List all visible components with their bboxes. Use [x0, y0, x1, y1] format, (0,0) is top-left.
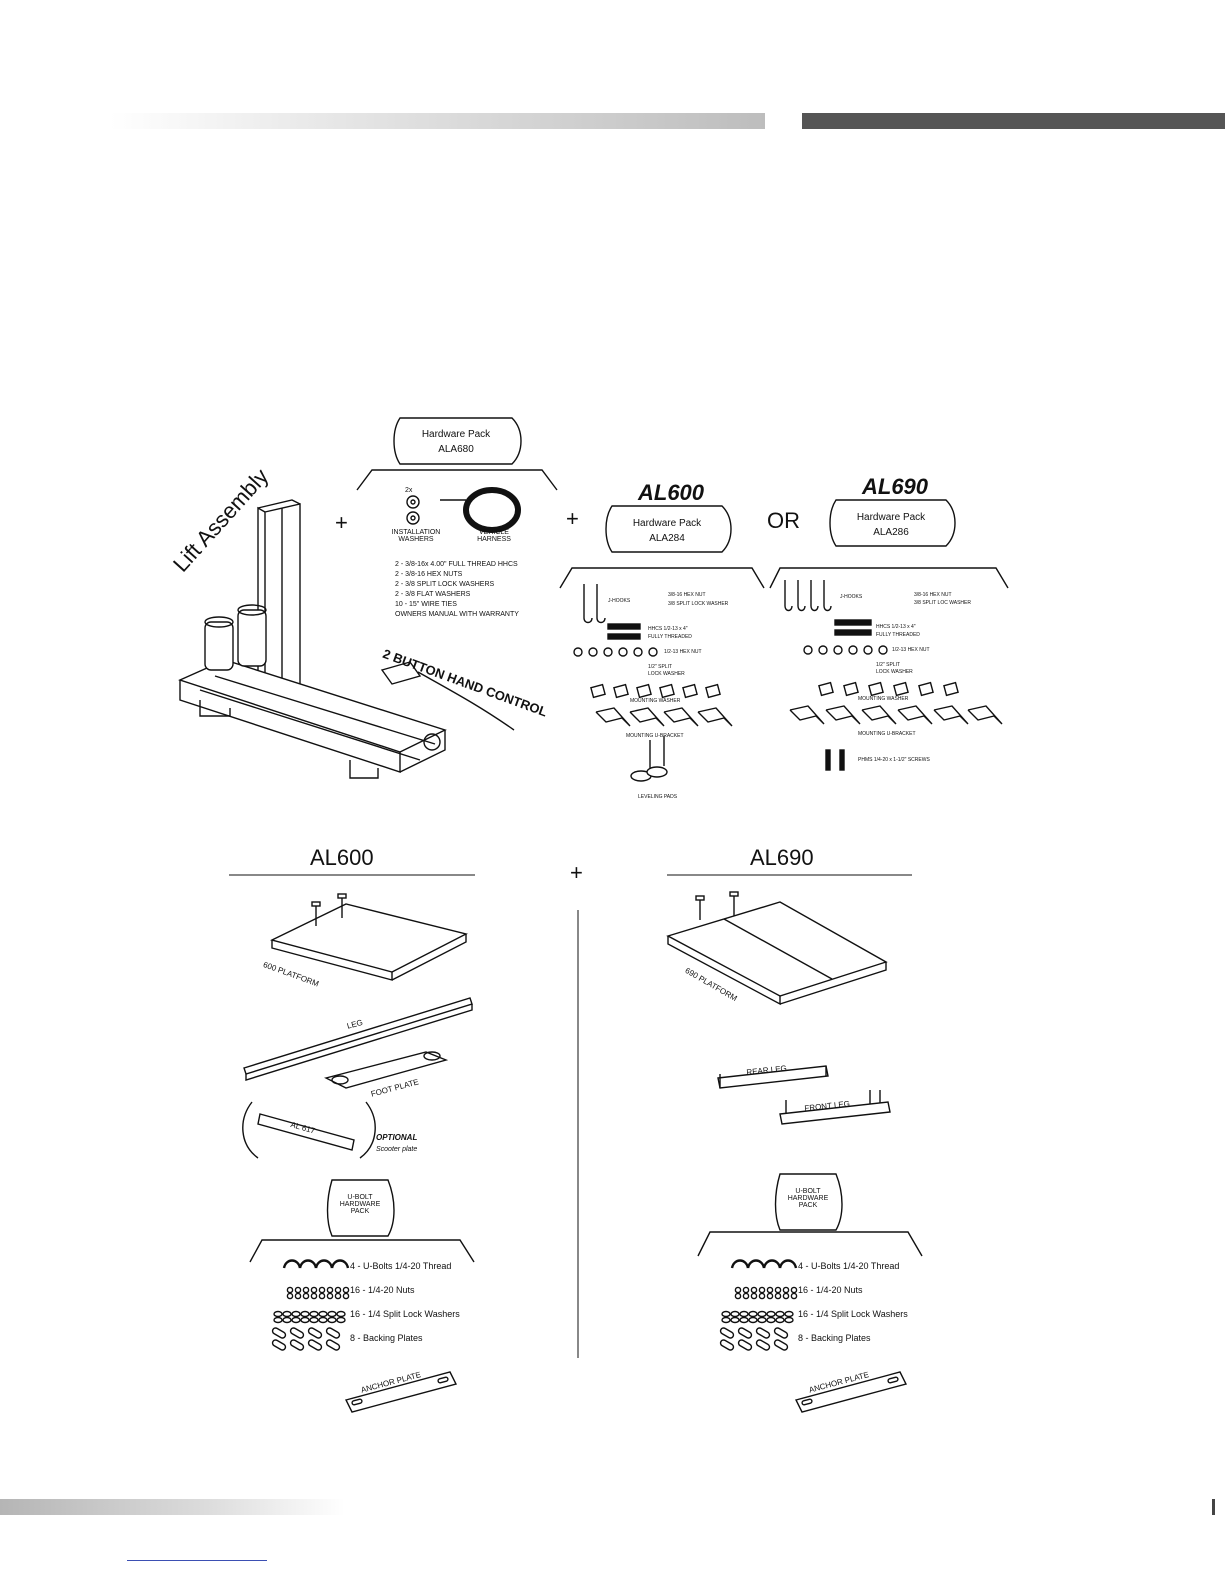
ala680-item: 10 - 15" WIRE TIES	[395, 601, 457, 608]
ala680-item: 2 - 3/8-16x 4.00" FULL THREAD HHCS	[395, 561, 518, 568]
split-lock-label: 3/8 SPLIT LOCK WASHER	[668, 601, 729, 607]
hardware-pack-code: ALA680	[438, 444, 474, 455]
hex-nut-label: 3/8-16 HEX NUT	[914, 592, 952, 598]
leveling-pads-label: LEVELING PADS	[638, 794, 678, 800]
scooter-plate-label: Scooter plate	[376, 1146, 418, 1153]
ala680-item: 2 - 3/8 SPLIT LOCK WASHERS	[395, 581, 495, 588]
hex-nut-half-label: 1/2-13 HEX NUT	[892, 647, 930, 653]
hex-nut-label: 3/8-16 HEX NUT	[668, 592, 706, 598]
u-bolt-item: 16 - 1/4 Split Lock Washers	[798, 1309, 908, 1319]
al600-section-title: AL600	[310, 845, 374, 870]
footer-tick	[1212, 1499, 1215, 1515]
header-gradient-bar	[110, 113, 765, 129]
u-bolt-pack-label: U-BOLT HARDWARE PACK	[787, 1188, 829, 1209]
al600-model-title: AL600	[638, 480, 705, 505]
u-bolt-item: 4 - U-Bolts 1/4-20 Thread	[798, 1261, 900, 1271]
u-bolt-item: 16 - 1/4-20 Nuts	[798, 1285, 863, 1295]
hardware-pack-code: ALA286	[873, 527, 909, 538]
u-bolt-item: 16 - 1/4 Split Lock Washers	[350, 1309, 460, 1319]
or-label: OR	[767, 508, 800, 533]
mounting-washer-label: MOUNTING WASHER	[858, 696, 909, 702]
hardware-pack-code: ALA284	[649, 533, 685, 544]
al690-section-title: AL690	[750, 845, 814, 870]
vehicle-harness-label: VEHICLE HARNESS	[477, 529, 511, 543]
j-hooks-label: J-HOOKS	[840, 594, 863, 600]
footer-link-underline	[127, 1560, 267, 1561]
mounting-washer-label: MOUNTING WASHER	[630, 698, 681, 704]
u-bolt-item: 8 - Backing Plates	[350, 1333, 423, 1343]
u-bolt-pack-label: U-BOLT HARDWARE PACK	[339, 1194, 381, 1215]
split-half-label: 1/2" SPLIT	[648, 664, 673, 670]
mounting-bracket-label: MOUNTING U-BRACKET	[626, 733, 684, 739]
split-half-label: 1/2" SPLIT	[876, 662, 901, 668]
fully-threaded-label: FULLY THREADED	[876, 632, 920, 638]
split-half-label: LOCK WASHER	[876, 669, 913, 675]
plus-sign: +	[566, 506, 579, 531]
split-half-label: LOCK WASHER	[648, 671, 685, 677]
installation-washers-label: INSTALLATION WASHERS	[391, 529, 441, 543]
ala680-item: 2 - 3/8-16 HEX NUTS	[395, 571, 463, 578]
al690-model-title: AL690	[862, 474, 929, 499]
j-hooks-label: J-HOOKS	[608, 598, 631, 604]
u-bolt-item: 16 - 1/4-20 Nuts	[350, 1285, 415, 1295]
hardware-pack-label: Hardware Pack	[856, 512, 926, 523]
ala680-item: 2 - 3/8 FLAT WASHERS	[395, 591, 471, 598]
hhcs-label: HHCS 1/2-13 x 4"	[648, 626, 688, 632]
header-dark-bar	[802, 113, 1225, 129]
washer-qty: 2x	[405, 487, 413, 494]
ala680-item: OWNERS MANUAL WITH WARRANTY	[395, 611, 519, 618]
fully-threaded-label: FULLY THREADED	[648, 634, 692, 640]
hardware-pack-label: Hardware Pack	[421, 429, 491, 440]
plus-sign: +	[335, 510, 348, 535]
plus-sign: +	[570, 860, 583, 885]
mounting-bracket-label: MOUNTING U-BRACKET	[858, 731, 916, 737]
hex-nut-half-label: 1/2-13 HEX NUT	[664, 649, 702, 655]
footer-gradient-bar	[0, 1499, 345, 1515]
hhcs-label: HHCS 1/2-13 x 4"	[876, 624, 916, 630]
u-bolt-item: 4 - U-Bolts 1/4-20 Thread	[350, 1261, 452, 1271]
hardware-pack-label: Hardware Pack	[632, 518, 702, 529]
u-bolt-item: 8 - Backing Plates	[798, 1333, 871, 1343]
optional-label: OPTIONAL	[376, 1133, 418, 1142]
screws-label: PHMS 1/4-20 x 1-1/2" SCREWS	[858, 757, 930, 763]
split-lock-label: 3/8 SPLIT LOC WASHER	[914, 600, 971, 606]
